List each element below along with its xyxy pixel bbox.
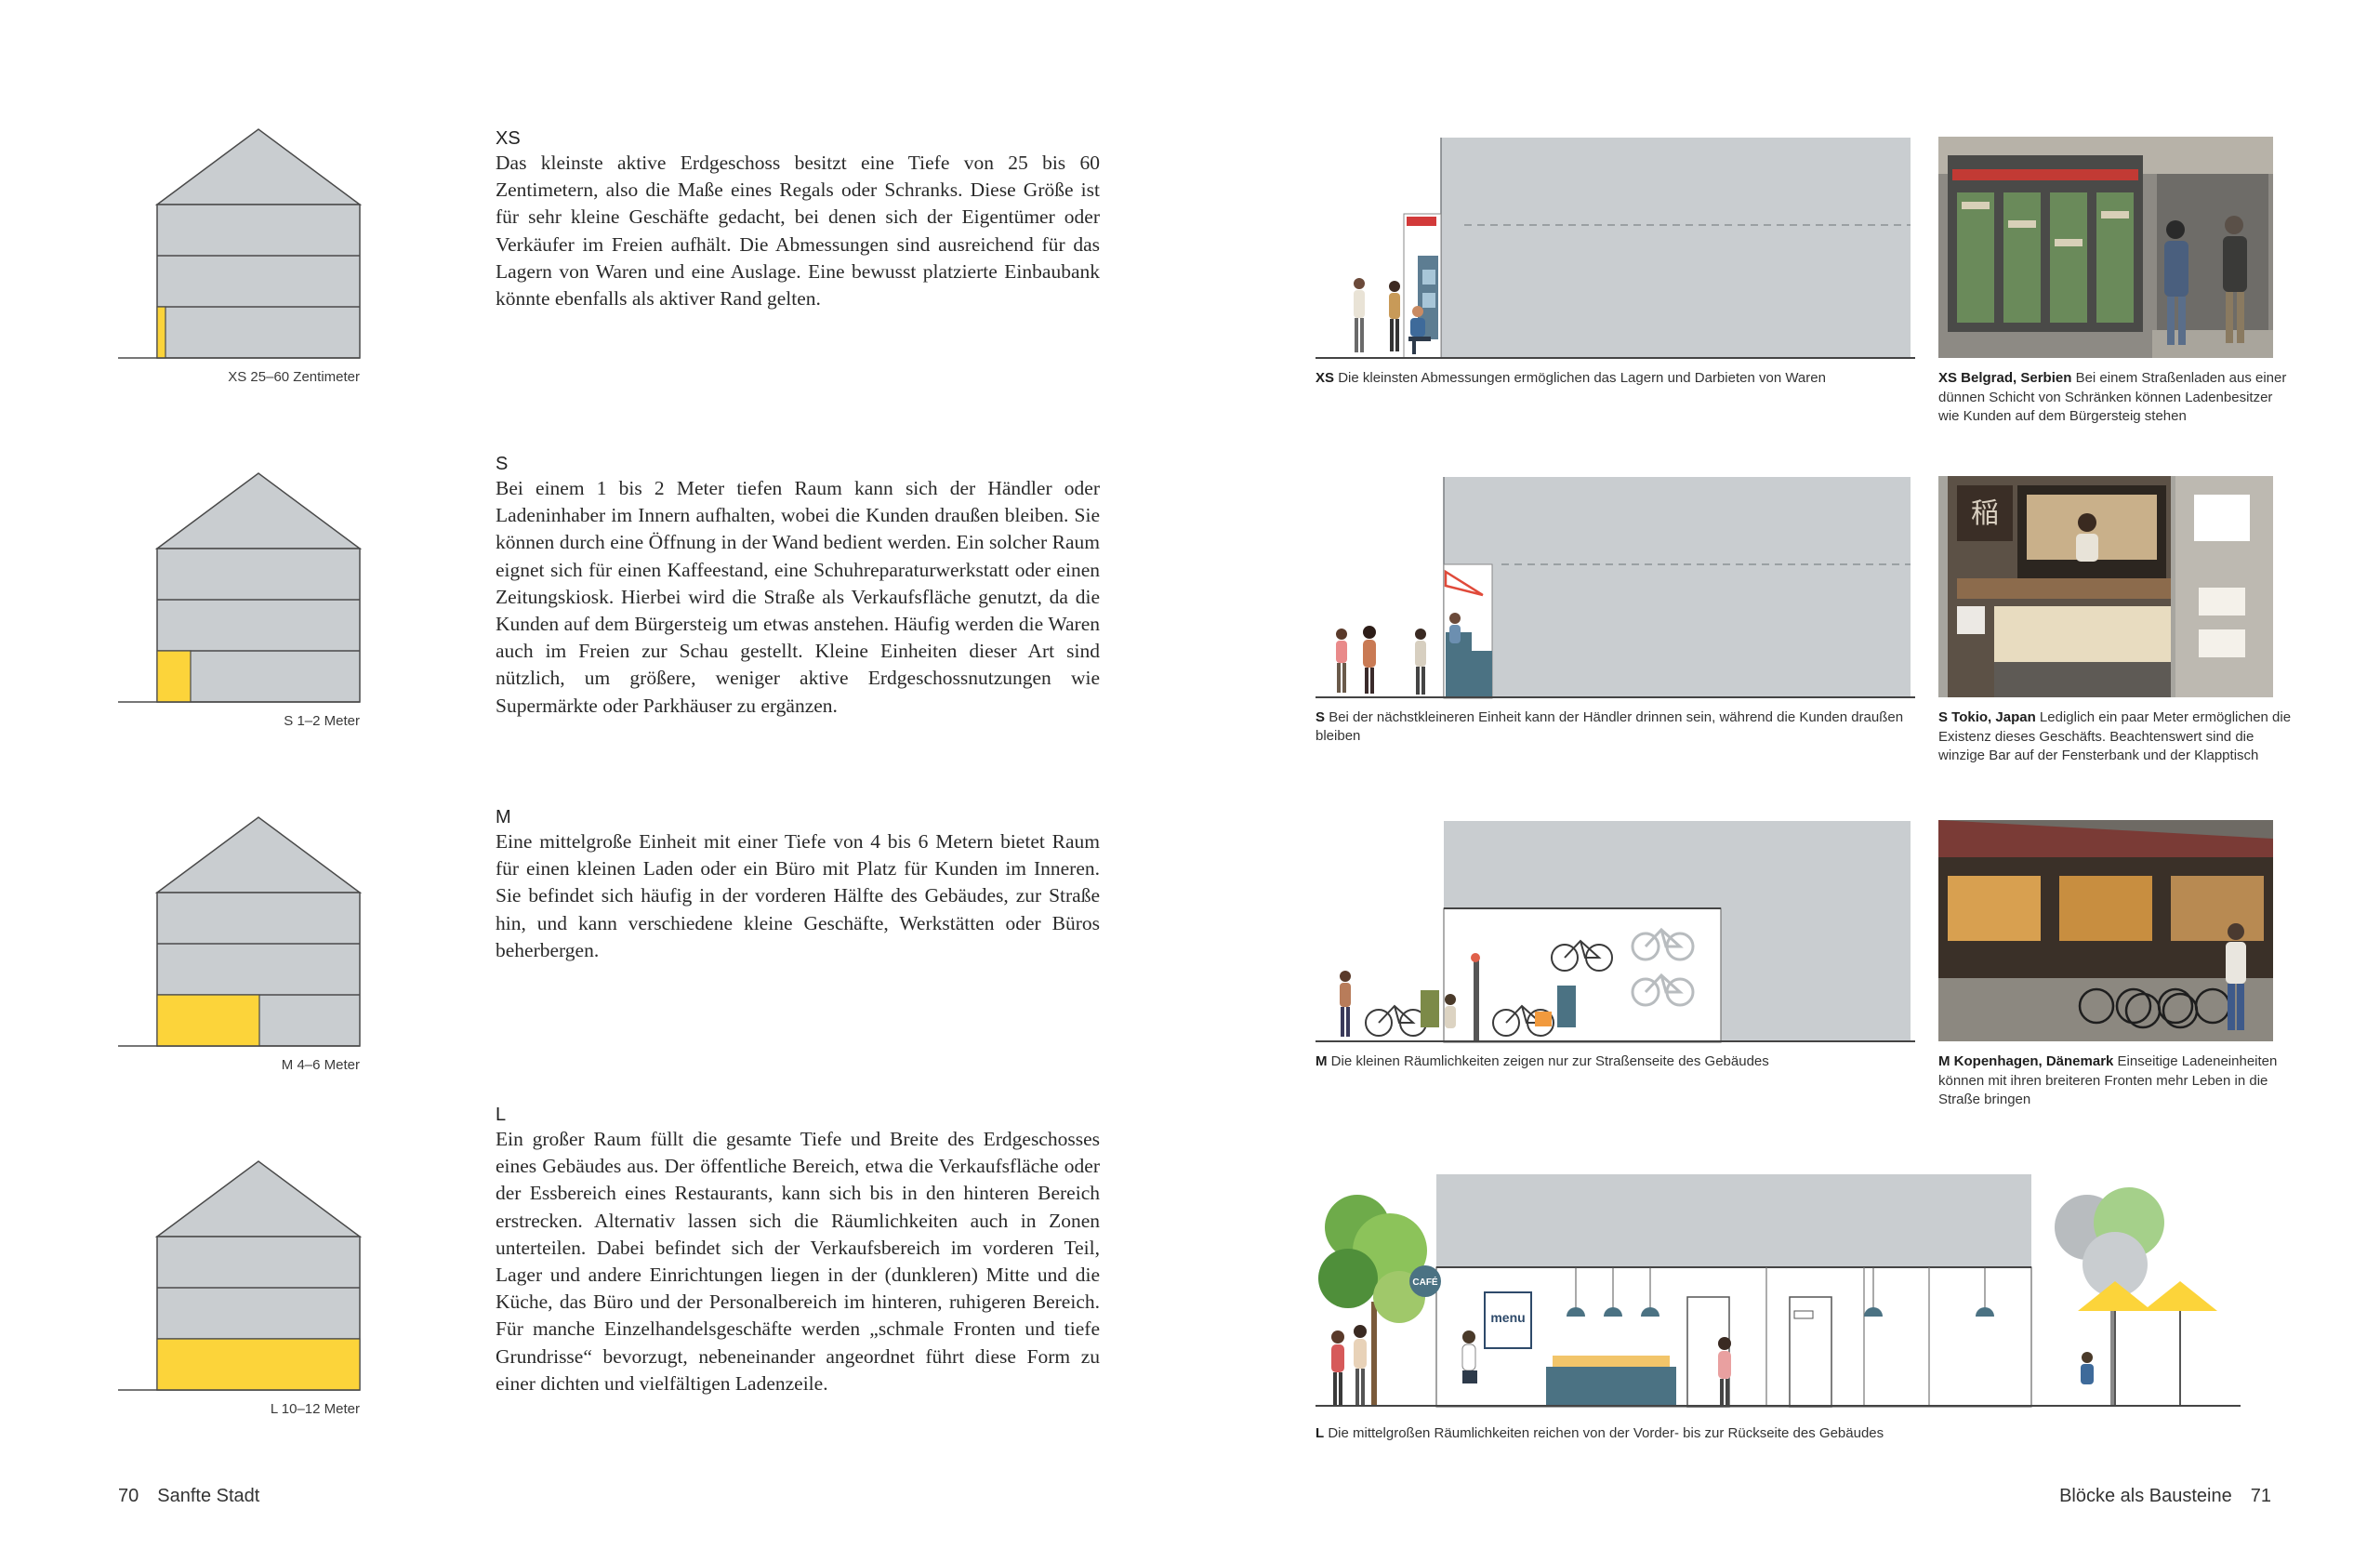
person-figure	[1449, 613, 1461, 643]
section-l: L Ein großer Raum füllt die gesamte Tief…	[496, 1105, 1100, 1397]
section-heading: L	[496, 1105, 507, 1125]
illustration-m	[1316, 821, 1915, 1043]
running-title-right: Blöcke als Bausteine	[2059, 1486, 2232, 1506]
person-figure	[1445, 994, 1456, 1028]
illustration-s	[1316, 477, 1915, 699]
house-caption-m: M 4–6 Meter	[281, 1057, 360, 1073]
person-figure	[1363, 626, 1376, 694]
person-figure	[2081, 1352, 2094, 1384]
house-caption-xs: XS 25–60 Zentimeter	[228, 369, 360, 385]
caption-label: M	[1316, 1053, 1328, 1069]
house-caption-l: L 10–12 Meter	[270, 1401, 360, 1417]
figure-caption-xs: XS Die kleinsten Abmessungen ermöglichen…	[1316, 369, 1911, 388]
house-diagram-m	[118, 816, 363, 1047]
person-figure	[1389, 281, 1400, 351]
svg-text:稲: 稲	[1971, 497, 1999, 530]
person-figure	[1415, 629, 1426, 695]
caption-text: Die kleinen Räumlichkeiten zeigen nur zu…	[1330, 1053, 1769, 1069]
person-figure	[1336, 629, 1347, 693]
section-m: M Eine mittelgroße Einheit mit einer Tie…	[496, 807, 1100, 964]
pendant-lamp-icon	[1567, 1267, 1994, 1317]
bicycle-icon	[2078, 987, 2231, 1029]
cafe-sign: CAFÉ	[1412, 1276, 1438, 1288]
photo-caption-kopenhagen: M Kopenhagen, Dänemark Einseitige Ladene…	[1938, 1052, 2292, 1110]
section-s: S Bei einem 1 bis 2 Meter tiefen Raum ka…	[496, 454, 1100, 720]
person-figure	[2164, 220, 2188, 345]
footer-right: Blöcke als Bausteine 71	[2059, 1486, 2271, 1507]
caption-text: Bei der nächstkleineren Einheit kann der…	[1316, 709, 1904, 744]
running-title-left: Sanfte Stadt	[157, 1486, 260, 1506]
person-figure	[2226, 923, 2246, 1030]
caption-label: XS	[1316, 370, 1335, 386]
bicycle-icon	[1631, 927, 1695, 1007]
section-xs: XS Das kleinste aktive Erdgeschoss besit…	[496, 128, 1100, 312]
photo-text: Lediglich ein paar Meter ermöglichen die…	[1938, 709, 2292, 763]
section-body: Ein großer Raum füllt die gesamte Tiefe …	[496, 1128, 1100, 1395]
section-heading: S	[496, 454, 509, 474]
person-figure	[1331, 1330, 1344, 1406]
section-body: Das kleinste aktive Erdgeschoss besitzt …	[496, 152, 1100, 311]
photo-kopenhagen	[1938, 820, 2273, 1041]
page-number-left: 70	[118, 1486, 139, 1506]
caption-text: Die kleinsten Abmessungen ermöglichen da…	[1338, 370, 1826, 386]
person-figure	[1354, 278, 1365, 352]
house-diagram-s	[118, 472, 363, 703]
umbrella-icon	[2078, 1281, 2217, 1407]
person-figure	[1718, 1337, 1731, 1407]
section-heading: XS	[496, 128, 521, 149]
page-number-right: 71	[2250, 1486, 2271, 1506]
tree-icon	[2055, 1187, 2164, 1407]
section-heading: M	[496, 807, 511, 827]
section-body: Eine mittelgroße Einheit mit einer Tiefe…	[496, 830, 1100, 961]
figure-caption-s: S Bei der nächstkleineren Einheit kann d…	[1316, 708, 1911, 746]
footer-left: 70 Sanfte Stadt	[118, 1486, 259, 1507]
photo-tokio: 稲	[1938, 476, 2273, 697]
photo-text: Einseitige Ladeneinheiten können mit ihr…	[1938, 1053, 2278, 1107]
figure-caption-m: M Die kleinen Räumlichkeiten zeigen nur …	[1316, 1052, 1911, 1071]
caption-text: Die mittelgroßen Räumlichkeiten reichen …	[1328, 1425, 1884, 1441]
photo-place: S Tokio, Japan	[1938, 709, 2036, 725]
person-figure	[2076, 513, 2098, 562]
section-body: Bei einem 1 bis 2 Meter tiefen Raum kann…	[496, 477, 1100, 717]
illustration-xs	[1316, 138, 1915, 359]
person-figure	[1461, 1330, 1477, 1383]
photo-place: M Kopenhagen, Dänemark	[1938, 1053, 2114, 1069]
caption-label: S	[1316, 709, 1326, 725]
person-figure	[2223, 216, 2247, 343]
photo-caption-tokio: S Tokio, Japan Lediglich ein paar Meter …	[1938, 708, 2292, 766]
caption-label: L	[1316, 1425, 1325, 1441]
bicycle-icon	[1365, 1004, 1554, 1037]
photo-belgrad	[1938, 137, 2273, 358]
person-figure	[1340, 971, 1351, 1037]
photo-text: Bei einem Straßenladen aus einer dünnen …	[1938, 370, 2287, 424]
figure-caption-l: L Die mittelgroßen Räumlichkeiten reiche…	[1316, 1424, 2245, 1443]
photo-place: XS Belgrad, Serbien	[1938, 370, 2072, 386]
photo-caption-belgrad: XS Belgrad, Serbien Bei einem Straßenlad…	[1938, 369, 2292, 427]
bicycle-icon	[1551, 939, 1613, 972]
illustration-l: menu CAFÉ	[1316, 1174, 2241, 1408]
house-caption-s: S 1–2 Meter	[284, 713, 360, 729]
menu-sign: menu	[1490, 1310, 1525, 1325]
house-diagram-l	[118, 1160, 363, 1391]
person-figure	[1408, 306, 1431, 354]
tree-icon	[1318, 1195, 1427, 1407]
person-figure	[1354, 1325, 1367, 1406]
house-diagram-xs	[118, 128, 363, 359]
